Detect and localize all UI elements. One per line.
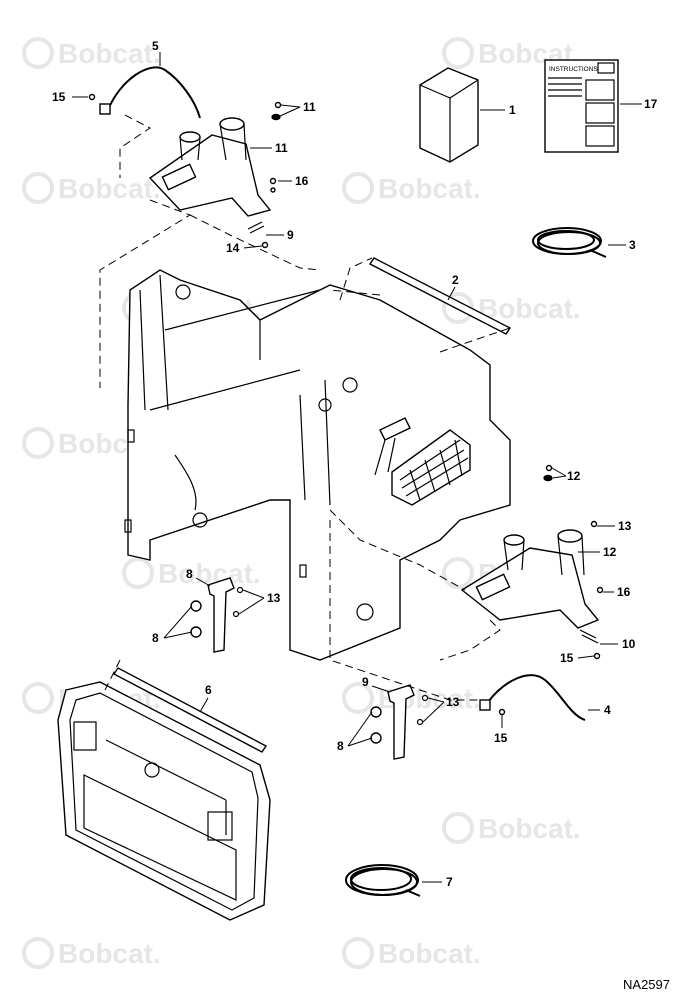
- callout-8-right: 8: [337, 739, 344, 753]
- callout-12-top: 12: [567, 469, 581, 483]
- watermark-text: Bobcat.: [378, 938, 481, 969]
- callout-9-left: 8: [186, 567, 193, 581]
- callout-10-top: 9: [287, 228, 294, 242]
- watermark-text: Bobcat.: [478, 813, 581, 844]
- watermark-logo-icon: [342, 937, 374, 969]
- part-instructions-sheet: INSTRUCTIONS: [544, 59, 619, 153]
- callout-7: 7: [446, 875, 453, 889]
- watermark-logo-icon: [442, 37, 474, 69]
- callout-14-right: 15: [560, 651, 574, 665]
- part-duct-right-12: [460, 529, 600, 629]
- watermark-text: Bobcat.: [478, 293, 581, 324]
- instructions-label: INSTRUCTIONS: [549, 66, 598, 73]
- watermark-logo-icon: [342, 172, 374, 204]
- watermark-text: Bobcat.: [58, 38, 161, 69]
- part-door-panel: [57, 681, 271, 921]
- callout-10-right: 10: [622, 637, 636, 651]
- callout-16-top: 16: [295, 174, 309, 188]
- figure-id: NA2597: [623, 977, 670, 992]
- callout-1: 1: [509, 103, 516, 117]
- callout-17: 17: [644, 97, 658, 111]
- callout-15-top: 15: [52, 90, 66, 104]
- callout-6: 6: [205, 683, 212, 697]
- part-strip-2: [368, 257, 512, 335]
- part-box: [419, 67, 479, 163]
- callout-13-left: 13: [267, 591, 281, 605]
- watermark-text: Bobcat.: [58, 938, 161, 969]
- part-hose-4: [479, 674, 586, 721]
- watermark-logo-icon: [22, 682, 54, 714]
- watermark-text: Bobcat.: [378, 173, 481, 204]
- callout-2: 2: [452, 273, 459, 287]
- hardware-small: [88, 93, 604, 716]
- callouts: 1 17 5 15 11 11 16 9 14 3 2 12: [52, 39, 658, 889]
- assembly-dashed-lines: [99, 114, 511, 701]
- callout-12-duct: 12: [603, 545, 617, 559]
- watermark-logo-icon: [442, 812, 474, 844]
- part-lever-right-9: [370, 684, 429, 760]
- watermark-logo-icon: [342, 682, 374, 714]
- watermark-logo-icon: [22, 427, 54, 459]
- callout-4: 4: [604, 703, 611, 717]
- watermark-logo-icon: [442, 557, 474, 589]
- callout-5: 5: [152, 39, 159, 53]
- callout-3: 3: [629, 238, 636, 252]
- watermark-text: Bobcat.: [58, 173, 161, 204]
- part-hose-5: [99, 66, 201, 119]
- callout-11-duct: 11: [275, 141, 288, 155]
- part-seal-coil-7: [345, 864, 421, 897]
- callout-13-right: 13: [618, 519, 632, 533]
- callout-14-top: 14: [226, 241, 240, 255]
- callout-16-right: 16: [617, 585, 631, 599]
- callout-9-right: 9: [362, 675, 369, 689]
- part-strip-6: [112, 667, 268, 753]
- part-duct-left-11: [148, 117, 272, 217]
- watermark-logo-icon: [22, 937, 54, 969]
- part-seal-coil-3: [532, 227, 607, 258]
- loader-frame: [124, 269, 511, 661]
- callout-11-top: 11: [303, 100, 316, 114]
- part-lever-left-9: [190, 577, 244, 653]
- callout-15-bottom: 15: [494, 731, 508, 745]
- watermark-text: Bobcat.: [158, 558, 261, 589]
- watermark-logo-icon: [22, 172, 54, 204]
- callout-8-left: 8: [152, 631, 159, 645]
- callout-13-lower: 13: [446, 695, 460, 709]
- watermark-logo-icon: [122, 557, 154, 589]
- watermark-logo-icon: [22, 37, 54, 69]
